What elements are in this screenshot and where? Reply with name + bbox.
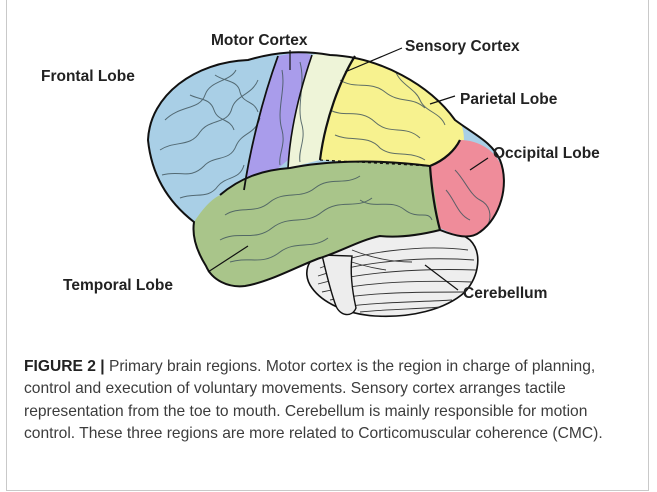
label-motor-cortex: Motor Cortex [211, 32, 308, 49]
figure-caption-label: FIGURE 2 | [24, 358, 105, 375]
label-cerebellum: Cerebellum [463, 285, 547, 302]
figure-caption: FIGURE 2 | Primary brain regions. Motor … [24, 356, 636, 446]
label-sensory-cortex: Sensory Cortex [405, 38, 520, 55]
label-occipital-lobe: Occipital Lobe [493, 145, 600, 162]
brain-figure: Motor Cortex Sensory Cortex Frontal Lobe… [0, 0, 657, 340]
figure-caption-text: Primary brain regions. Motor cortex is t… [24, 358, 603, 442]
label-temporal-lobe: Temporal Lobe [63, 277, 173, 294]
label-parietal-lobe: Parietal Lobe [460, 91, 558, 108]
label-frontal-lobe: Frontal Lobe [41, 68, 135, 85]
